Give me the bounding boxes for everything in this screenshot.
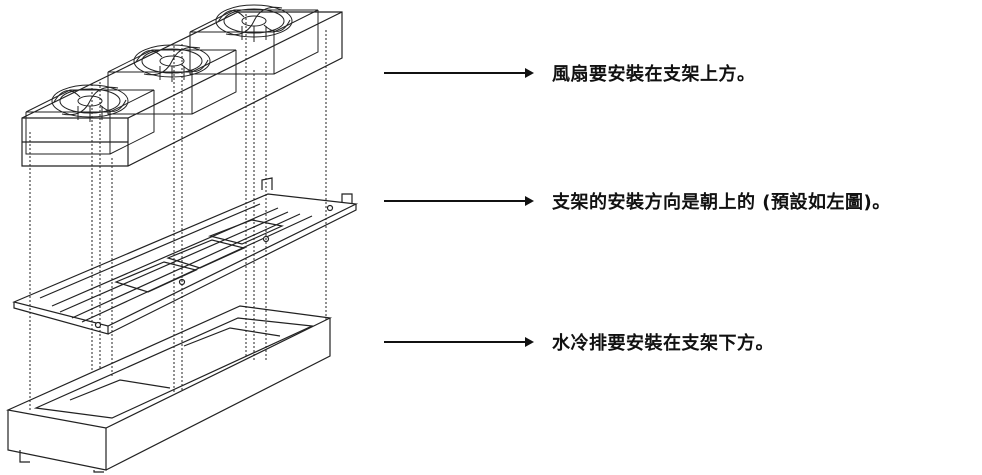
radiator [5,305,333,473]
arrow-right-icon [384,338,534,346]
callout-fan: 風扇要安裝在支架上方。 [384,60,756,86]
arrow-right-icon [384,69,534,77]
arrow-right-icon [384,197,534,205]
mounting-bracket [12,177,359,335]
callout-radiator-text: 水冷排要安裝在支架下方。 [552,333,774,354]
callout-bracket: 支架的安裝方向是朝上的 (預設如左圖)。 [384,188,891,214]
callout-bracket-text: 支架的安裝方向是朝上的 (預設如左圖)。 [552,192,891,213]
fan-assembly [21,4,343,167]
callout-radiator: 水冷排要安裝在支架下方。 [384,329,774,355]
alignment-guides [29,14,327,412]
callout-fan-text: 風扇要安裝在支架上方。 [552,64,756,85]
